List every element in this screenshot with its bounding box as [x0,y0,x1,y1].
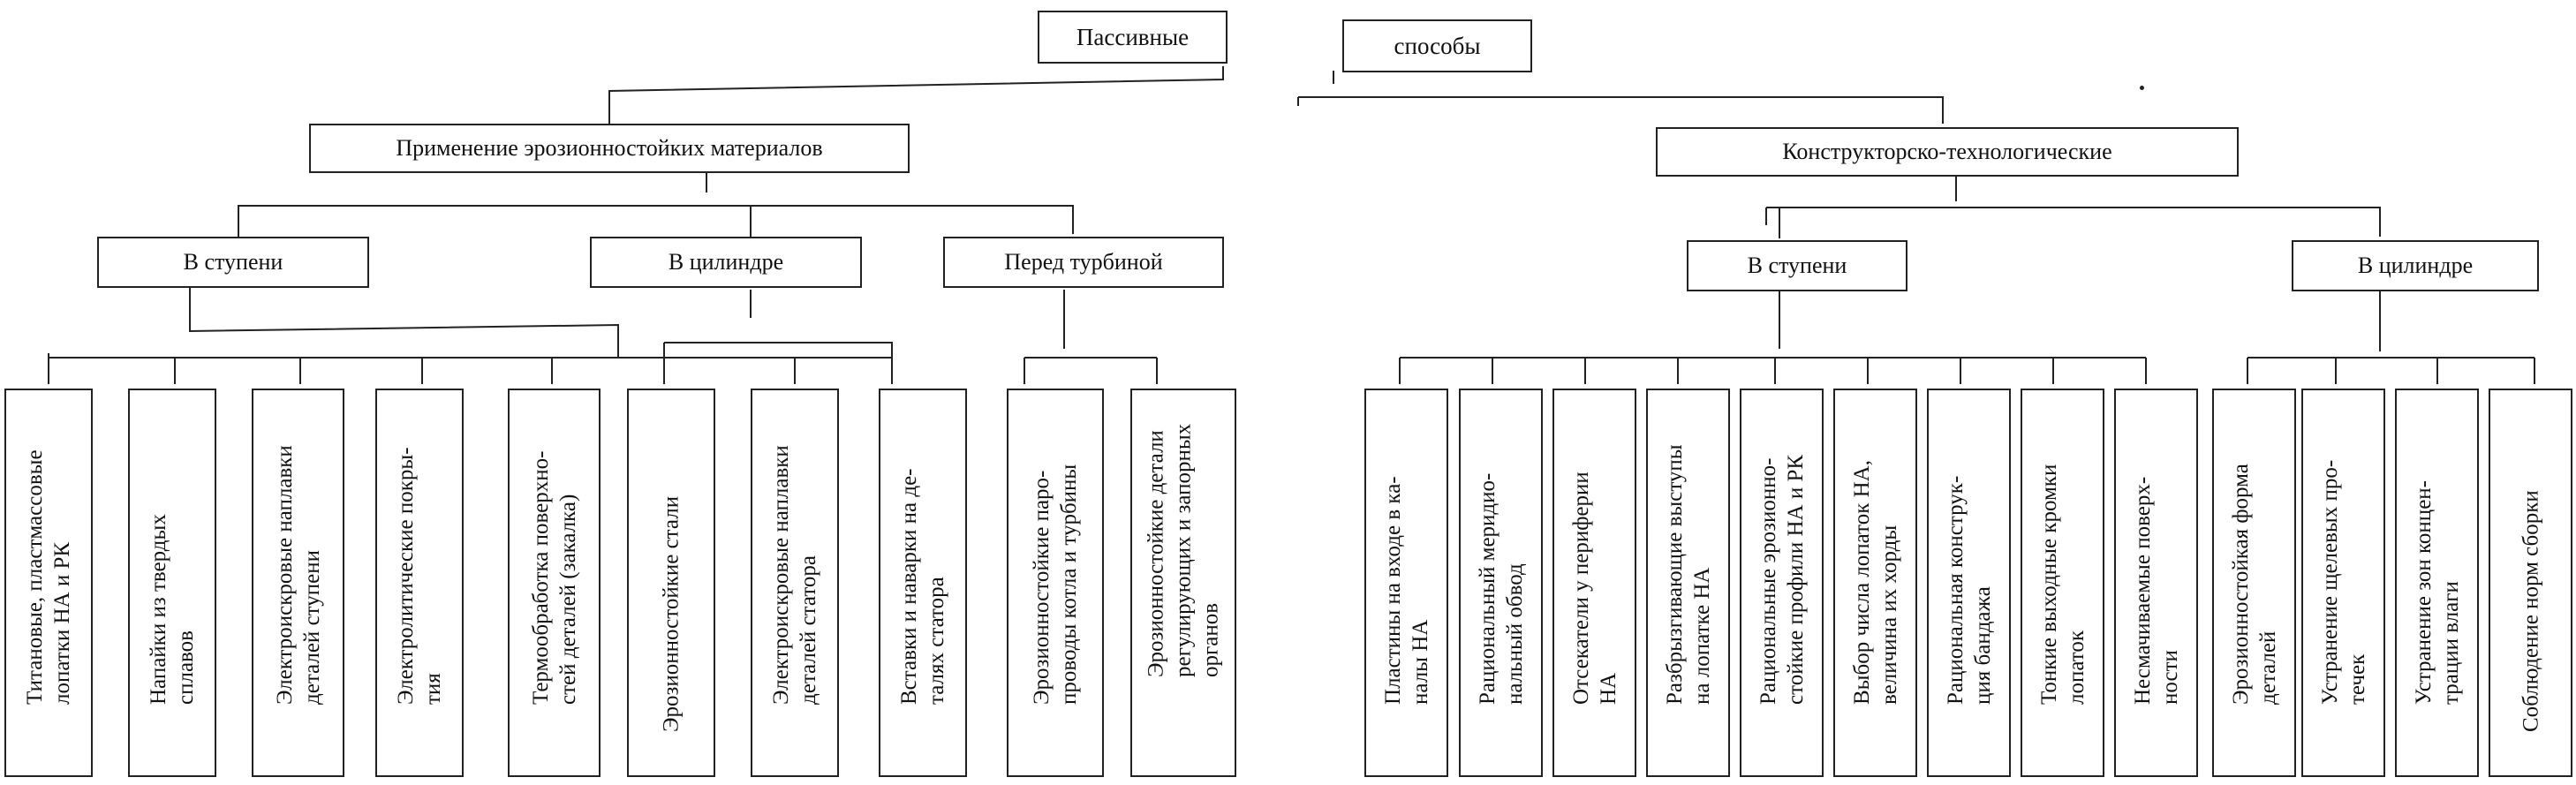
des-group-stage-node: В ступени [1687,240,1907,291]
des-group-cylinder-label: В цилиндре [2357,253,2474,278]
des-group-cylinder-node: В цилиндре [2292,240,2539,291]
connector-root-design [1298,96,1944,124]
mat-group-stage-label: В ступени [183,249,283,275]
leaf-box: Отсекатели у периферии НА [1552,389,1636,777]
materials-node: Применение эрозионностойких материалов [309,124,910,173]
leaf-text: Эрозионностойкая форма деталей [2228,464,2280,705]
leaf-text: Напайки из твердых сплавов [147,514,198,705]
connector-root-materials [608,66,1224,124]
leaf-box: Выбор числа лопаток НА, величина их хорд… [1833,389,1917,777]
leaf-box: Рациональные эрозионно- стойкие профили … [1740,389,1824,777]
leaf-text: Тонкие выходные кромки лопаток [2036,464,2089,705]
leaf-text: Эрозионностойкие паро- проводы котла и т… [1030,464,1081,705]
leaf-box: Тонкие выходные кромки лопаток [2021,389,2104,777]
leaf-text: Электролитические покры- тия [394,447,445,705]
leaf-box: Электроискровые наплавки деталей ступени [252,389,344,777]
leaf-text: Несмачиваемые поверх- ности [2130,476,2182,705]
leaf-text: Устранение зон концен- трации влаги [2411,480,2463,705]
leaf-text: Титановые, пластмассовые лопатки НА и РК [23,449,74,705]
leaf-box: Устранение щелевых про- течек [2301,389,2385,777]
leaf-box: Рациональная конструк- ция бандажа [1927,389,2011,777]
leaf-box: Несмачиваемые поверх- ности [2114,389,2198,777]
connector-design-bar [1766,207,2381,237]
materials-label: Применение эрозионностойких материалов [396,135,823,161]
leaf-text: Выбор числа лопаток НА, величина их хорд… [1849,460,1901,705]
leaf-box: Эрозионностойкие паро- проводы котла и т… [1007,389,1104,777]
leaf-text: Эрозионностойкие стали [659,495,684,732]
leaf-text: Рациональная конструк- ция бандажа [1943,475,1995,705]
speck-dot [2140,86,2144,90]
leaf-text: Отсекатели у периферии НА [1568,472,1620,705]
leaf-text: Соблюдение норм сборки [2519,490,2542,732]
connector-mat-g2-mid [664,342,893,358]
leaf-box: Рациональный меридио- нальный обвод [1459,389,1543,777]
design-label: Конструкторско-технологические [1782,139,2112,164]
leaf-box: Электролитические покры- тия [375,389,464,777]
leaf-box: Вставки и наварки на де- талях статора [879,389,967,777]
des-group-stage-label: В ступени [1747,253,1847,278]
root-right-label: способы [1394,32,1481,59]
leaf-text: Рациональные эрозионно- стойкие профили … [1756,454,1808,705]
leaf-box: Соблюдение норм сборки [2489,389,2572,777]
leaf-text: Рациональный меридио- нальный обвод [1475,472,1527,705]
leaf-text: Электроискровые наплавки деталей статора [769,445,820,705]
mat-group-turbine-node: Перед турбиной [943,237,1224,288]
leaf-box: Разбрызгивающие выступы на лопатке НА [1646,389,1730,777]
root-left-node: Пассивные [1038,11,1228,64]
leaf-box: Устранение зон концен- трации влаги [2395,389,2479,777]
leaf-box: Напайки из твердых сплавов [128,389,216,777]
root-left-label: Пассивные [1076,23,1190,50]
mat-group-turbine-label: Перед турбиной [1004,249,1163,275]
connector-mat-g1-bar [48,349,619,359]
leaf-box: Термообработка поверхно- стей деталей (з… [508,389,601,777]
leaf-box: Электроискровые наплавки деталей статора [751,389,839,777]
mat-group-cylinder-label: В цилиндре [668,249,784,275]
leaf-text: Разбрызгивающие выступы на лопатке НА [1662,444,1714,705]
mat-group-cylinder-node: В цилиндре [590,237,862,288]
connector-mat-g1-stem [189,287,619,349]
connector-materials-bar [238,205,1074,234]
leaf-text: Устранение щелевых про- течек [2317,459,2369,705]
leaf-box: Эрозионностойкая форма деталей [2212,389,2296,777]
mat-group-stage-node: В ступени [97,237,369,288]
leaf-box: Титановые, пластмассовые лопатки НА и РК [4,389,93,777]
leaf-box: Эрозионностойкие стали [627,389,715,777]
root-right-node: способы [1342,19,1532,72]
leaf-text: Термообработка поверхно- стей деталей (з… [528,450,580,705]
design-node: Конструкторско-технологические [1656,127,2239,177]
leaf-text: Пластины на входе в ка- налы НА [1380,476,1432,705]
leaf-text: Эрозионностойкие детали регулирующих и з… [1144,423,1223,677]
leaf-text: Электроискровые наплавки деталей ступени [272,445,324,705]
leaf-box: Эрозионностойкие детали регулирующих и з… [1130,389,1236,777]
leaf-text: Вставки и наварки на де- талях статора [897,468,948,706]
leaf-box: Пластины на входе в ка- налы НА [1364,389,1448,777]
